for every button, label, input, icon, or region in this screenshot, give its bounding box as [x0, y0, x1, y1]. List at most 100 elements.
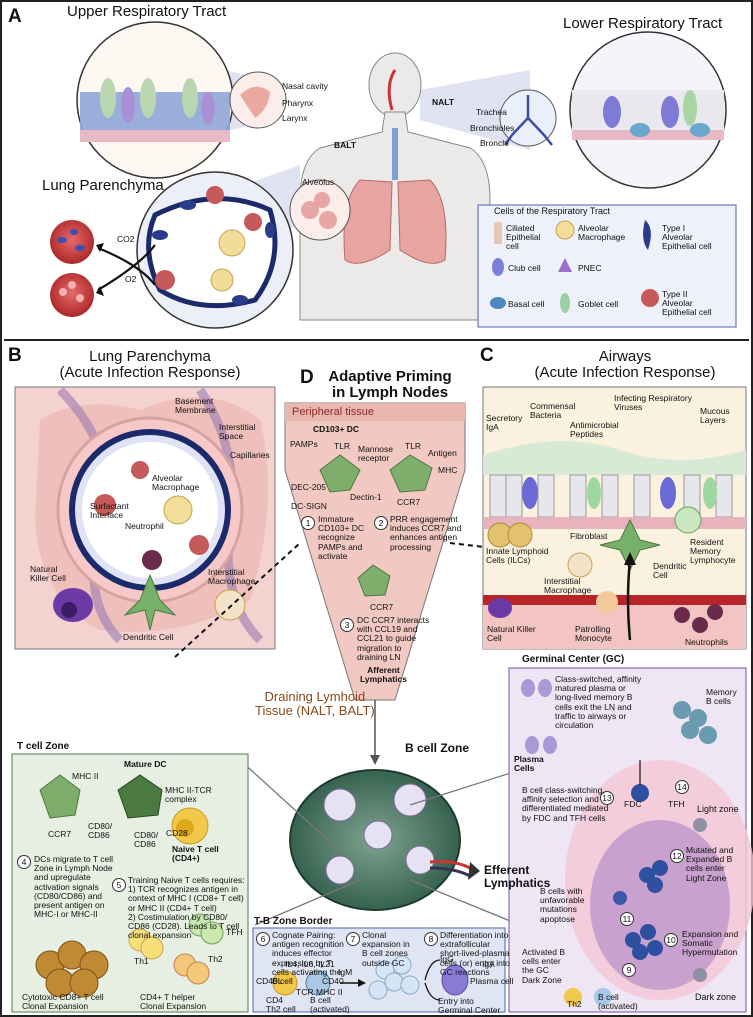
label-basement-membrane: Basement Membrane	[175, 396, 216, 416]
legend-ciliated: Ciliated Epithelial cell	[506, 223, 541, 252]
label-cytotoxic: Cytotoxic CD8+ T cell Clonal Expansion	[22, 992, 104, 1012]
draining-tissue-label: Draining Lymhoid Tissue (NALT, BALT)	[255, 689, 375, 719]
label-ccr7a: CCR7	[397, 497, 421, 507]
label-interstitial-space: Interstitial Space	[219, 422, 256, 442]
step-13-badge: 13	[600, 791, 614, 805]
panel-a-graphics	[4, 21, 749, 341]
cd103-label: CD103+ DC	[313, 424, 360, 434]
panel-c-title: Airways (Acute Infection Response)	[534, 348, 716, 382]
label-tcr: TCR	[296, 987, 314, 997]
legend-box	[477, 204, 737, 328]
step-2-badge: 2	[374, 516, 388, 530]
panel-b-title: Lung Parenchyma (Acute Infection Respons…	[59, 348, 241, 382]
label-ccr7-t: CCR7	[48, 829, 72, 839]
step-8-text: Differentiation into extrafollicular sho…	[440, 930, 510, 977]
label-cd4-th2: CD4 Th2 cell	[266, 995, 296, 1015]
legend-club: Club cell	[508, 263, 541, 273]
label-ccr7b: CCR7	[370, 602, 394, 612]
legend-pnec: PNEC	[578, 263, 602, 273]
label-iga: IgA	[482, 959, 495, 969]
bcell-zone-label: B cell Zone	[405, 741, 470, 755]
label-plasma-tb: Plasma cell	[470, 976, 514, 986]
parenchyma-title: Lung Parenchyma	[42, 177, 164, 194]
legend-type-i: Type I Alveolar Epithelial cell	[662, 223, 712, 252]
legend-basal: Basal cell	[508, 299, 545, 309]
step-4-badge: 4	[17, 855, 31, 869]
label-cd80a: CD80/ CD86	[88, 821, 113, 841]
step-6-text: Cognate Pairing: antigen recognition ind…	[272, 930, 344, 986]
label-alveolar-macrophage-b: Alveolar Macrophage	[152, 473, 200, 493]
label-tfh-gc: TFH	[668, 799, 685, 809]
panel-c-graphics	[482, 386, 747, 650]
step-3-text: DC CCR7 interacts with CCL19 and CCL21 t…	[357, 615, 430, 662]
step-9-text: Activated B cells enter the GC Dark Zone	[522, 947, 565, 985]
label-th2-gc: Th2	[567, 999, 582, 1009]
efferent-label: Efferent Lymphatics	[484, 863, 551, 890]
label-balt: BALT	[334, 140, 357, 150]
upper-tract-title: Upper Respiratory Tract	[67, 3, 227, 20]
label-ilc: Innate Lymphoid Cells (ILCs)	[486, 546, 549, 566]
label-light-zone: Light zone	[697, 804, 739, 814]
step-4-text: DCs migrate to T cell Zone in Lymph Node…	[34, 854, 114, 920]
peripheral-tissue-label: Peripheral tissue	[292, 406, 374, 418]
lymph-node-graphics	[239, 759, 521, 926]
step-2-text: PRR engagement induces CCR7 and enhances…	[390, 514, 462, 552]
label-neutrophils: Neutrophils	[685, 637, 728, 647]
label-mature-dc: Mature DC	[124, 759, 167, 769]
panel-d-title: Adaptive Priming in Lymph Nodes	[328, 368, 452, 402]
label-cd80b: CD80/ CD86	[134, 830, 159, 850]
step-10-text: Expansion and Somatic Hypermutation	[682, 929, 739, 958]
label-afferent: Afferent Lymphatics	[360, 665, 407, 685]
panel-a-letter: A	[8, 6, 22, 27]
label-mhc: MHC	[438, 465, 458, 475]
label-fibroblast: Fibroblast	[570, 531, 608, 541]
label-bronchioles: Bronchioles	[470, 123, 515, 133]
label-nk-b: Natural Killer Cell	[30, 564, 66, 584]
lower-tract-title: Lower Respiratory Tract	[563, 15, 723, 32]
panel-d-graphics	[174, 402, 596, 765]
step-3-badge: 3	[340, 618, 354, 632]
tcell-zone-graphics	[11, 753, 249, 1013]
step-11-badge: 11	[620, 912, 634, 926]
label-commensal: Commensal Bacteria	[530, 401, 576, 421]
panel-b-letter: B	[8, 345, 22, 366]
label-interstitial-macrophage-c: Interstitial Macrophage	[544, 576, 592, 596]
step-13-text: B cell class-switching, affinity selecti…	[522, 785, 609, 823]
label-antigen: Antigen	[428, 448, 457, 458]
label-nalt: NALT	[432, 97, 455, 107]
step-11-text: B cells with unfavorable mutations apopt…	[540, 886, 585, 924]
label-naive: Naive T cell (CD4+)	[172, 844, 219, 864]
label-dec205: DEC-205	[291, 482, 326, 492]
tcell-zone-title: T cell Zone	[17, 741, 70, 752]
label-entry-gc: Entry into Germinal Center	[438, 996, 501, 1016]
label-bcell-gc: B cell (activated)	[598, 992, 638, 1012]
step-10-badge: 10	[664, 933, 678, 947]
label-memory-bcells: Memory B cells	[706, 687, 737, 707]
gc-graphics	[508, 667, 753, 1013]
step-8-badge: 8	[424, 932, 438, 946]
label-th2-t: Th2	[208, 954, 223, 964]
label-class-switched: Class-switched, affinity matured plasma …	[555, 674, 642, 730]
label-tlr1: TLR	[334, 441, 351, 451]
label-igm: IgM	[338, 967, 353, 977]
step-7-text: Clonal expansion in B cell zones outside…	[362, 930, 410, 968]
step-5-text: Training Naive T cells requires: 1) TCR …	[128, 875, 245, 941]
legend-alveolar-macrophage: Alveolar Macrophage	[578, 223, 626, 243]
label-secretory-iga: Secretory IgA	[486, 413, 523, 433]
step-1-text: Immature CD103+ DC recognize PAMPs and a…	[318, 514, 365, 561]
label-tfh-t: TFH	[226, 927, 243, 937]
label-dendritic-b: Dendritic Cell	[123, 632, 174, 642]
label-capillaries: Capillaries	[230, 450, 270, 460]
legend-type-ii: Type II Alveolar Epithelial cell	[662, 289, 712, 318]
legend-icons	[490, 220, 659, 313]
label-fdc: FDC	[624, 799, 642, 809]
label-helper: CD4+ T helper Clonal Expansion	[140, 992, 207, 1012]
label-nk-c: Natural Killer Cell	[487, 624, 536, 644]
label-antimicrobial: Antimicrobial Peptides	[570, 420, 619, 440]
label-nasal-cavity: Nasal cavity	[282, 81, 328, 91]
label-dcsign: DC-SIGN	[291, 501, 327, 511]
panel-d-letter: D	[300, 367, 314, 388]
label-cd40: CD40	[322, 976, 344, 986]
